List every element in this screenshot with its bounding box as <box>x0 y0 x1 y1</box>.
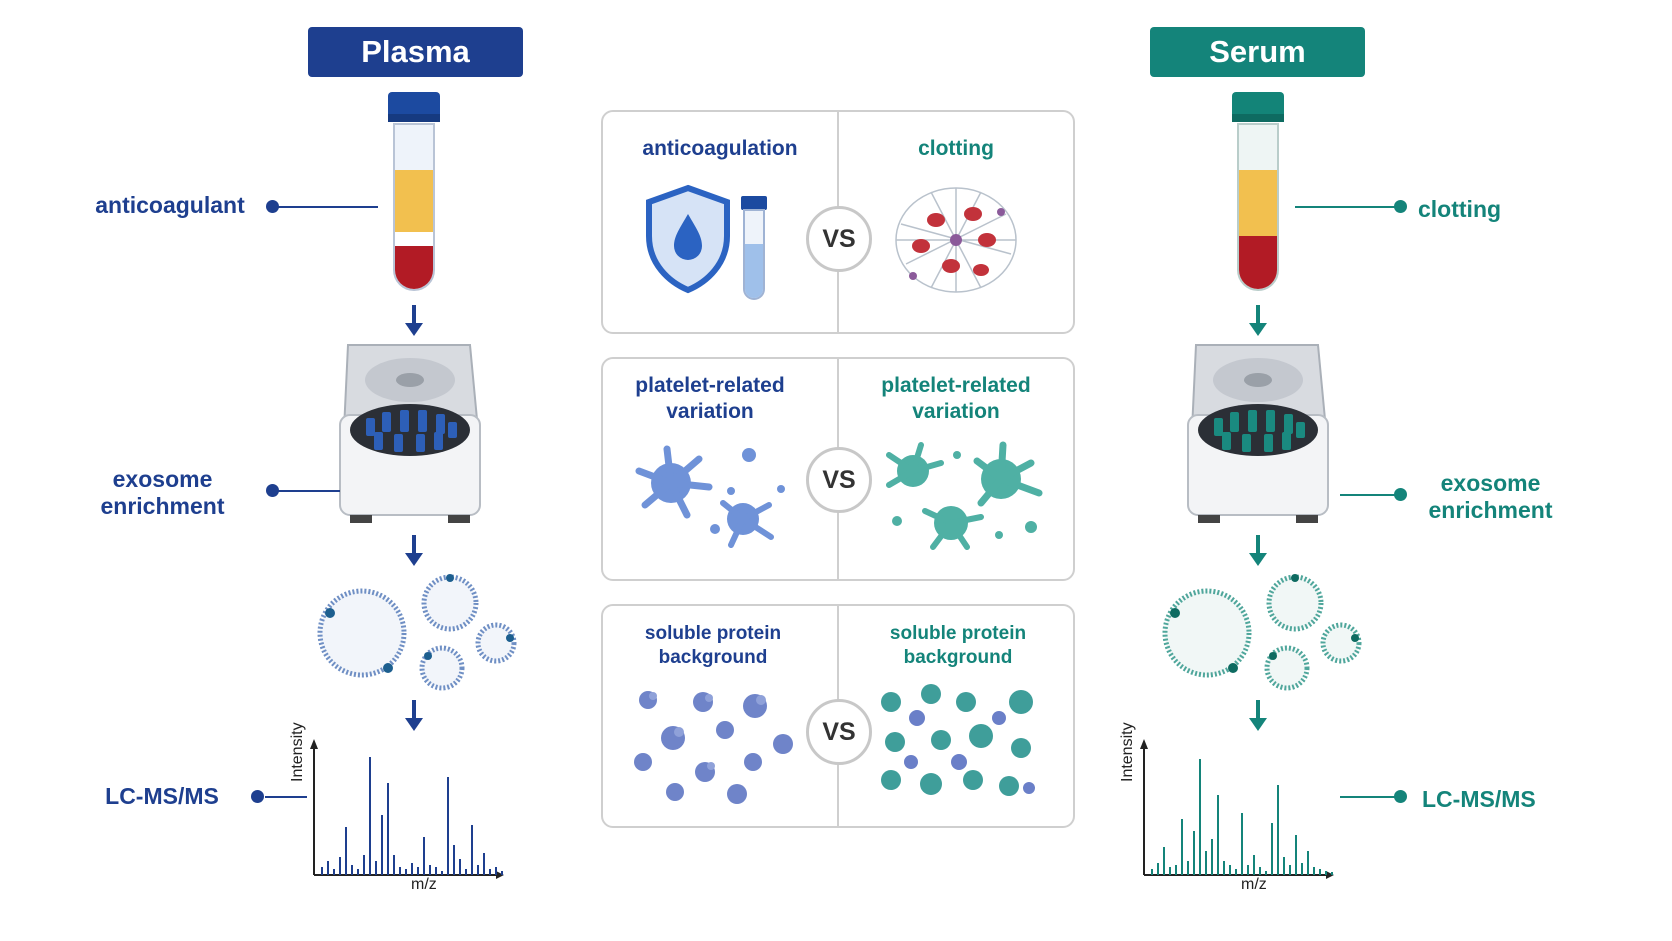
spectrum-xlabel: m/z <box>411 876 437 893</box>
connector-exosome <box>272 490 340 492</box>
panel-left-label: anticoagulation <box>642 137 798 160</box>
label-exosome-enrichment: exosome enrichment <box>100 466 225 519</box>
connector-anticoagulant <box>272 206 378 208</box>
vs-badge: VS <box>806 447 872 513</box>
down-arrow-icon <box>405 535 423 566</box>
test-tube-icon <box>741 196 767 300</box>
protein-cluster-icon <box>634 691 793 804</box>
down-arrow-icon <box>1249 305 1267 336</box>
connector-dot <box>1394 790 1407 803</box>
platelet-icon <box>635 445 785 548</box>
down-arrow-icon <box>1249 535 1267 566</box>
shield-drop-icon <box>646 184 730 294</box>
connector-ms <box>265 796 307 798</box>
plasma-title: Plasma <box>361 34 470 69</box>
mass-spectrum-icon <box>1140 739 1334 879</box>
label-lcmsms: LC-MS/MS <box>105 783 219 809</box>
connector-ms <box>1340 796 1395 798</box>
comparison-panel-platelet: platelet-related variation platelet-rela… <box>601 357 1075 581</box>
label-anticoagulant: anticoagulant <box>95 192 245 218</box>
centrifuge-icon <box>1187 344 1329 523</box>
panel-right-label: clotting <box>918 137 994 160</box>
vs-badge: VS <box>806 206 872 272</box>
vs-badge: VS <box>806 699 872 765</box>
down-arrow-icon <box>1249 700 1267 731</box>
spectrum-xlabel: m/z <box>1241 876 1267 893</box>
down-arrow-icon <box>405 700 423 731</box>
connector-exosome <box>1340 494 1395 496</box>
mass-spectrum-icon <box>310 739 504 879</box>
serum-tube-icon <box>1232 92 1284 291</box>
label-exosome-enrichment: exosome enrichment <box>1428 470 1553 523</box>
panel-left-label: platelet-related variation <box>635 374 785 423</box>
connector-dot <box>266 200 279 213</box>
plasma-header: Plasma <box>308 27 523 77</box>
exosome-vesicle-icon <box>317 574 517 691</box>
spectrum-ylabel: Intensity <box>289 722 306 782</box>
connector-dot <box>266 484 279 497</box>
plasma-tube-icon <box>388 92 440 291</box>
fibrin-clot-icon <box>895 187 1017 293</box>
connector-dot <box>1394 200 1407 213</box>
centrifuge-icon <box>339 344 481 523</box>
serum-header: Serum <box>1150 27 1365 77</box>
exosome-vesicle-icon <box>1162 574 1362 691</box>
connector-dot <box>1394 488 1407 501</box>
spectrum-ylabel: Intensity <box>1119 722 1136 782</box>
down-arrow-icon <box>405 305 423 336</box>
panel-right-label: soluble protein background <box>889 623 1027 668</box>
panel-right-label: platelet-related variation <box>881 374 1031 423</box>
comparison-panel-protein: soluble protein background soluble prote… <box>601 604 1075 828</box>
label-clotting: clotting <box>1418 196 1502 222</box>
panel-left-label: soluble protein background <box>644 623 782 668</box>
protein-cluster-icon <box>881 684 1035 796</box>
connector-clotting <box>1295 206 1395 208</box>
connector-dot <box>251 790 264 803</box>
platelet-icon <box>886 441 1043 550</box>
label-lcmsms: LC-MS/MS <box>1422 786 1536 812</box>
comparison-panel-anticoagulation: anticoagulation clotting VS <box>601 110 1075 334</box>
serum-title: Serum <box>1209 34 1306 69</box>
